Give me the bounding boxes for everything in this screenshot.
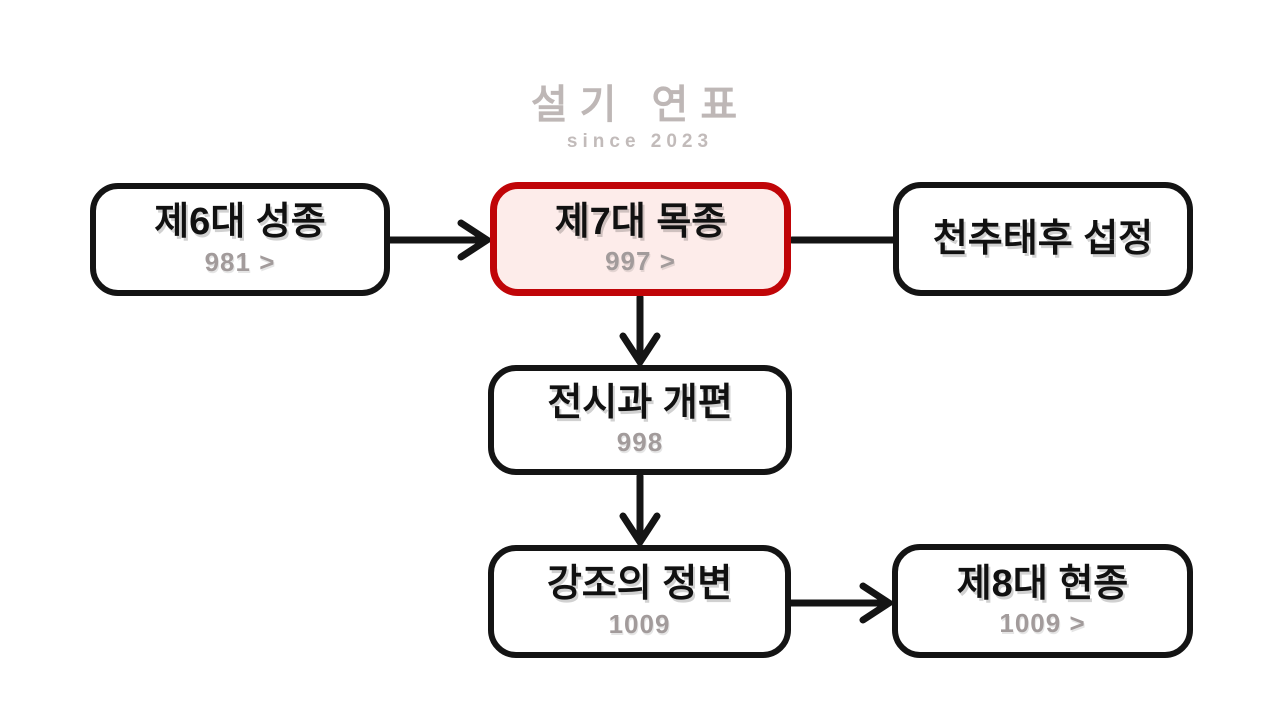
node-title: 제6대 성종 [154,201,326,244]
node-year: 998 [616,427,664,458]
node-title: 강조의 정변 [546,563,733,606]
watermark-title: 설기 연표 [530,83,750,127]
node-year: 997 > [605,246,676,277]
node-jeonsigwa-reform: 전시과 개편 998 [488,365,792,475]
node-year: 1009 > [999,608,1086,639]
node-year: 981 > [204,246,276,277]
node-gangjo-coup: 강조의 정변 1009 [488,545,791,658]
watermark: 설기 연표 since 2023 [0,72,1280,153]
node-title: 제8대 현종 [956,562,1129,605]
node-title: 전시과 개편 [547,381,733,424]
watermark-subtitle: since 2023 [566,131,714,152]
node-king-hyeonjong: 제8대 현종 1009 > [892,544,1193,658]
node-king-mokjong: 제7대 목종 997 > [490,182,791,296]
node-title: 제7대 목종 [554,200,727,243]
arrowhead-down-2 [619,512,661,549]
node-cheonchu-regency: 천추태후 섭정 [893,182,1193,296]
arrowhead-down-1 [619,332,661,369]
arrowhead-right-2 [859,582,896,624]
node-king-seongjong: 제6대 성종 981 > [90,183,390,296]
arrowhead-right-1 [457,219,494,261]
node-title: 천추태후 섭정 [932,217,1154,260]
node-year: 1009 [608,608,671,639]
